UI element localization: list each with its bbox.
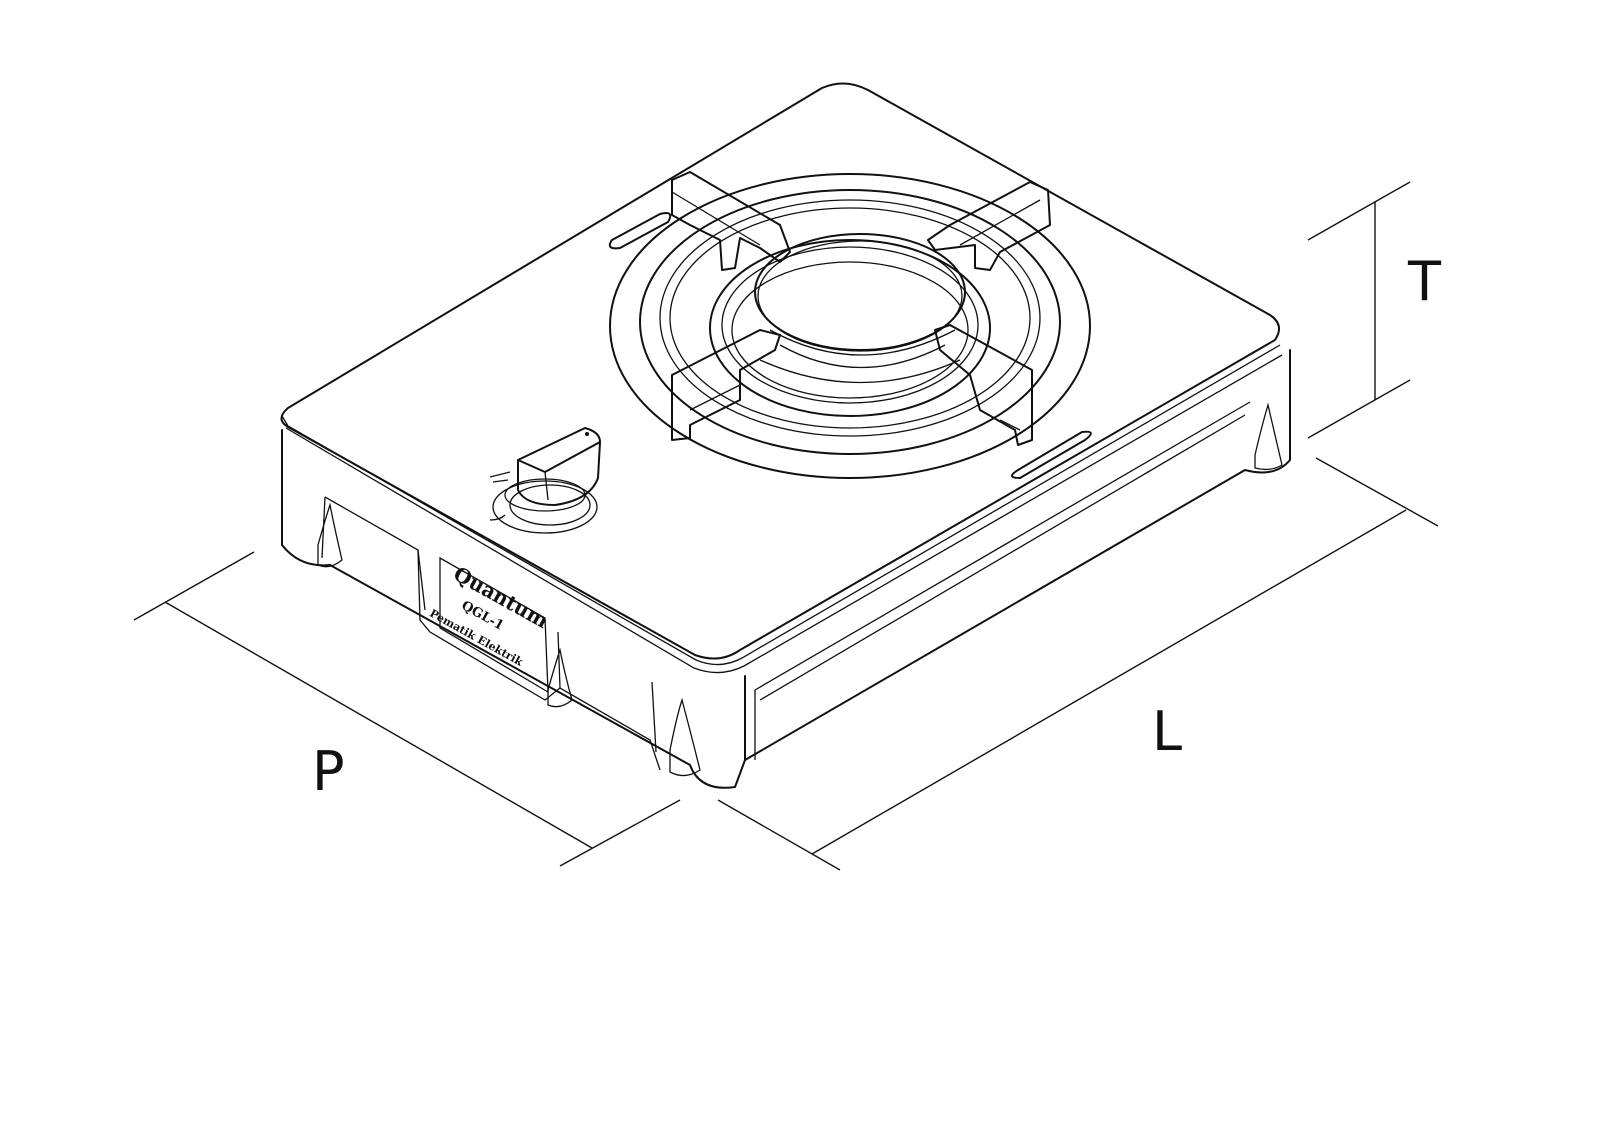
- burner-cap: [754, 233, 966, 351]
- dimension-length: L: [717, 457, 1439, 871]
- side-panel: [744, 349, 1291, 761]
- control-knob: [489, 427, 601, 534]
- pan-support-front-left: [671, 329, 781, 441]
- height-label: T: [1407, 250, 1442, 313]
- outer-drip-ring: [609, 173, 1091, 479]
- vent-slot-left: [608, 212, 672, 250]
- leg-front: [669, 697, 701, 777]
- burner-base: [709, 239, 991, 417]
- length-label: L: [1152, 700, 1182, 763]
- dimension-depth: P: [133, 551, 681, 867]
- front-panel: [281, 429, 746, 789]
- leg-mid: [547, 647, 573, 708]
- dimension-height: T: [1307, 181, 1442, 439]
- pan-support-front-right: [934, 324, 1033, 446]
- pan-support-back-left: [671, 171, 791, 271]
- stove-body: [280, 82, 1291, 789]
- vent-slot-right: [1011, 430, 1092, 479]
- leg-right: [1254, 402, 1283, 471]
- label-plate: [439, 556, 549, 694]
- leg-left: [317, 502, 343, 568]
- pan-support-back-right: [927, 181, 1051, 271]
- top-plate: [280, 82, 1280, 660]
- pan-supports: [671, 171, 1051, 446]
- depth-label: P: [312, 740, 345, 803]
- burner-assembly: [609, 173, 1091, 479]
